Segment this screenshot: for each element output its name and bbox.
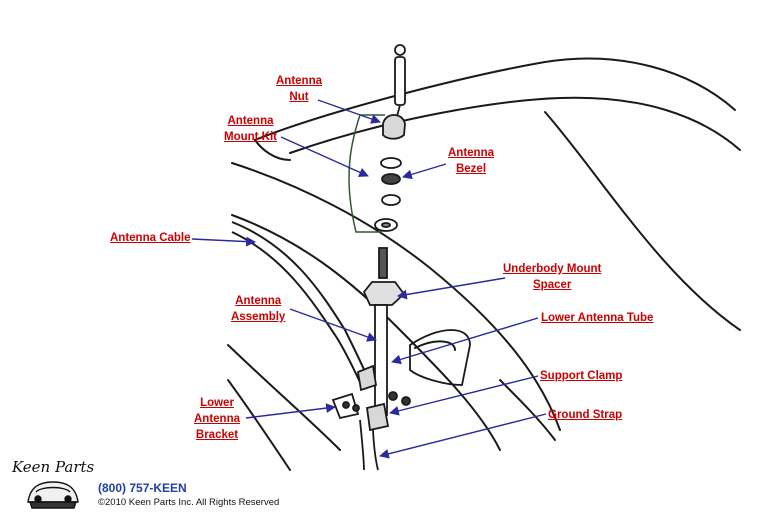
antenna-parts [331,44,411,471]
washer-1 [380,157,402,169]
antenna-nut-part [382,114,406,140]
mount-spacer-part [362,281,406,306]
label-line: Antenna [235,295,282,307]
phone-number[interactable]: (800) 757-KEEN [98,481,187,495]
label-line: Antenna [448,147,494,159]
bezel-part [381,173,401,185]
label-line: Support Clamp [540,370,623,382]
label-antenna-mount-kit[interactable]: Antenna Mount Kit [224,113,277,145]
label-line: Bracket [195,429,239,441]
label-line: Ground Strap [548,409,623,421]
support-clamp-part [365,402,390,432]
antenna-tip [394,44,406,56]
label-line: Bezel [455,163,487,175]
label-support-clamp[interactable]: Support Clamp [540,368,622,384]
label-line: Spacer [533,279,572,291]
washer-2 [381,194,401,206]
label-line: Antenna [194,413,240,425]
copyright-text: ©2010 Keen Parts Inc. All Rights Reserve… [98,497,280,508]
car-logo-icon: Keen Parts [11,458,95,509]
label-lower-antenna-tube[interactable]: Lower Antenna Tube [541,310,653,326]
label-line: Nut [289,91,309,103]
label-line: Lower [200,397,234,409]
mount-kit-bracket [348,114,385,233]
antenna-cable-drawing [231,221,369,383]
label-ground-strap[interactable]: Ground Strap [548,407,622,423]
label-lower-antenna-bracket[interactable]: Lower Antenna Bracket [194,395,240,443]
label-line: Antenna [276,75,322,87]
label-line: Antenna [227,115,274,127]
threaded-stud [378,247,388,279]
leader-arrows [191,99,547,459]
label-underbody-mount-spacer[interactable]: Underbody Mount Spacer [503,261,601,293]
label-line: Assembly [231,311,286,323]
lower-tube-part [374,304,388,416]
label-line: Underbody Mount [503,263,602,275]
cable-connector [356,364,378,392]
label-line: Mount Kit [224,131,278,143]
label-antenna-cable[interactable]: Antenna Cable [110,230,191,246]
antenna-mast-top [394,56,406,106]
car-body-outline [227,57,741,471]
logo-text: Keen Parts [11,458,95,476]
label-antenna-nut[interactable]: Antenna Nut [276,73,322,105]
label-line: Lower Antenna Tube [541,312,654,324]
label-line: Antenna Cable [110,232,191,244]
label-antenna-assembly[interactable]: Antenna Assembly [231,293,285,325]
label-antenna-bezel[interactable]: Antenna Bezel [448,145,494,177]
